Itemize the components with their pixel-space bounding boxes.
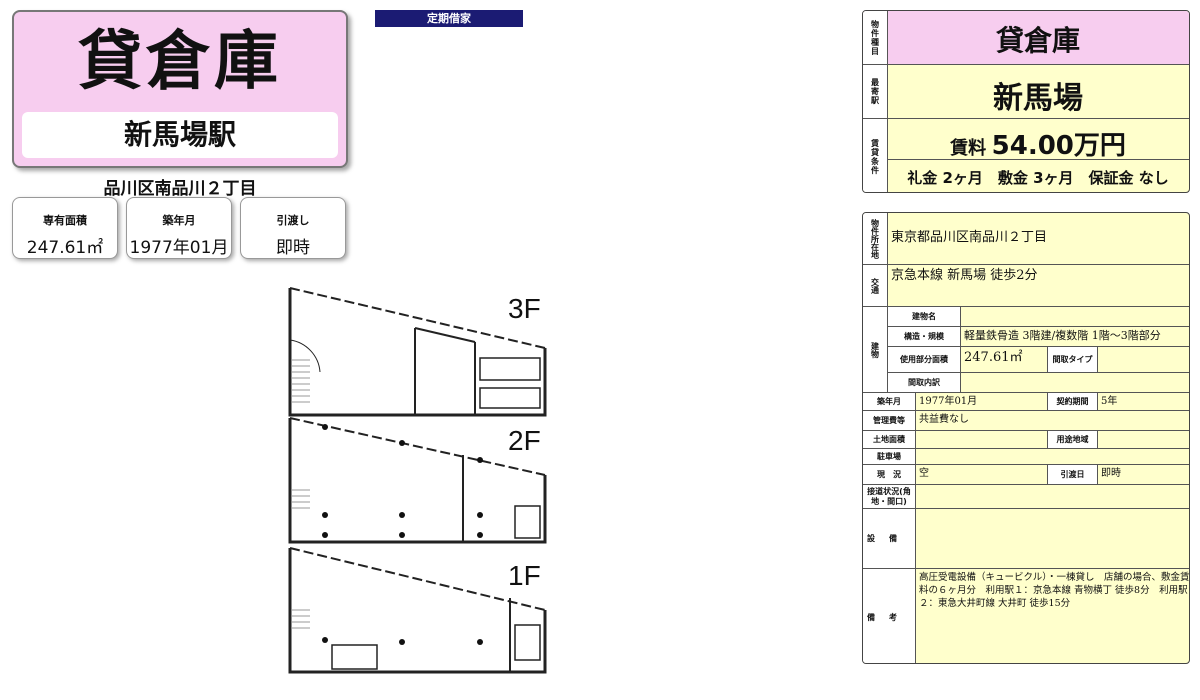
handover-fact: 引渡し 即時 xyxy=(240,197,346,259)
fixed-term-lease-banner: 定期借家 xyxy=(375,10,523,27)
remarks-label: 備考 xyxy=(863,569,916,663)
summary-type-row: 物件種目 貸倉庫 xyxy=(863,11,1189,65)
location-value: 東京都品川区南品川２丁目 xyxy=(888,213,1189,265)
area-fact: 専有面積 247.61㎡ xyxy=(12,197,118,259)
contract-label: 契約期間 xyxy=(1048,393,1098,411)
zoning-label: 用途地域 xyxy=(1048,431,1098,449)
summary-terms-label: 賃貸条件 xyxy=(863,119,888,192)
zoning-value xyxy=(1098,431,1189,449)
summary-type-label: 物件種目 xyxy=(863,11,888,64)
address-text: 品川区南品川２丁目 xyxy=(103,179,257,199)
layout-type-label: 間取タイプ xyxy=(1048,347,1098,373)
layout-detail-label: 間取内訳 xyxy=(888,373,961,393)
equipment-label: 設備 xyxy=(863,509,916,569)
handover-fact-value: 即時 xyxy=(276,238,310,258)
structure-label: 構造・規模 xyxy=(888,327,961,347)
building-name-value xyxy=(961,307,1189,327)
summary-station-row: 最寄駅 新馬場 xyxy=(863,65,1189,119)
equipment-value xyxy=(916,509,1189,569)
mgmt-label: 管理費等 xyxy=(863,411,916,431)
summary-deposits: 礼金 2ヶ月 敷金 3ヶ月 保証金 なし xyxy=(907,169,1169,187)
floor-label-3f: 3F xyxy=(508,293,541,324)
floor-label-1f: 1F xyxy=(508,560,541,591)
usage-area-value: 247.61㎡ xyxy=(961,347,1048,373)
nearest-station-label: 新馬場駅 xyxy=(22,112,338,158)
status-value: 空 xyxy=(916,465,1048,485)
layout-detail-value xyxy=(961,373,1189,393)
summary-terms-row: 賃貸条件 賃料 54.00万円 礼金 2ヶ月 敷金 3ヶ月 保証金 なし xyxy=(863,119,1189,192)
summary-station-value: 新馬場 xyxy=(993,81,1083,116)
built-fact-value: 1977年01月 xyxy=(129,238,229,258)
land-area-value xyxy=(916,431,1048,449)
details-table: 物件所在地 東京都品川区南品川２丁目 交通 京急本線 新馬場 徒歩2分 建物 建… xyxy=(862,212,1190,664)
contract-value: 5年 xyxy=(1098,393,1189,411)
floor-plan-drawing: 3F 2F 1F xyxy=(288,287,547,674)
handover-label: 引渡日 xyxy=(1048,465,1098,485)
built-fact-label: 築年月 xyxy=(162,214,196,227)
floor-label-2f: 2F xyxy=(508,425,541,456)
remarks-value: 高圧受電設備（キュービクル）・一棟貸し 店舗の場合、敷金賃料の６ヶ月分 利用駅１… xyxy=(919,572,1190,609)
summary-type-value: 貸倉庫 xyxy=(995,24,1080,57)
property-type-card: 貸倉庫 新馬場駅 xyxy=(12,10,348,168)
parking-value xyxy=(916,449,1189,465)
area-fact-value: 247.61㎡ xyxy=(26,238,104,258)
road-label: 接道状況(角地・間口) xyxy=(863,485,916,509)
mgmt-value: 共益費なし xyxy=(916,411,1189,431)
location-label: 物件所在地 xyxy=(863,213,888,265)
handover-value: 即時 xyxy=(1098,465,1189,485)
layout-type-value xyxy=(1098,347,1189,373)
road-value xyxy=(916,485,1189,509)
transport-value: 京急本線 新馬場 徒歩2分 xyxy=(888,265,1189,307)
summary-station-label: 最寄駅 xyxy=(863,65,888,118)
rent-value: 54.00万円 xyxy=(991,131,1126,161)
rent-prefix: 賃料 xyxy=(950,138,987,159)
built-label: 築年月 xyxy=(863,393,916,411)
summary-table: 物件種目 貸倉庫 最寄駅 新馬場 賃貸条件 賃料 54.00万円 礼金 2ヶ月 … xyxy=(862,10,1190,193)
property-type-title: 貸倉庫 xyxy=(78,25,282,99)
building-name-label: 建物名 xyxy=(888,307,961,327)
structure-value: 軽量鉄骨造 3階建/複数階 1階～3階部分 xyxy=(961,327,1189,347)
built-fact: 築年月 1977年01月 xyxy=(126,197,232,259)
handover-fact-label: 引渡し xyxy=(276,214,310,227)
status-label: 現 況 xyxy=(863,465,916,485)
built-value: 1977年01月 xyxy=(916,393,1048,411)
area-fact-label: 専有面積 xyxy=(43,214,87,227)
floor-plan: 3F 2F 1F xyxy=(280,280,560,685)
building-label: 建物 xyxy=(863,307,888,393)
usage-area-label: 使用部分面積 xyxy=(888,347,961,373)
transport-label: 交通 xyxy=(863,265,888,307)
summary-rent: 賃料 54.00万円 xyxy=(887,125,1189,162)
parking-label: 駐車場 xyxy=(863,449,916,465)
land-area-label: 土地面積 xyxy=(863,431,916,449)
